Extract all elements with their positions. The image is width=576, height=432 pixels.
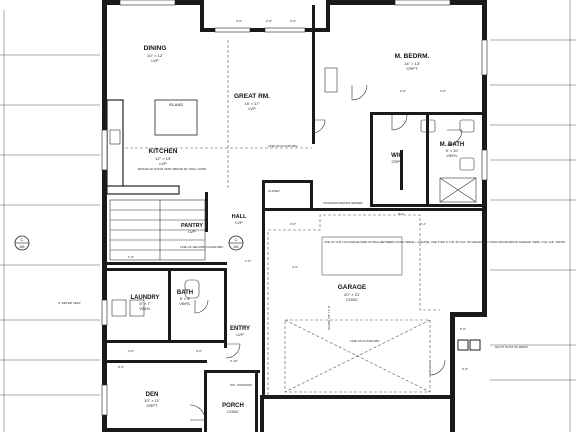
- room-laundry-name: LAUNDRY: [130, 295, 159, 301]
- kitchen-island: ISLAND: [154, 99, 198, 136]
- section-marker-mid-sheet: A5: [234, 244, 240, 249]
- dim-3: 3'-0": [440, 89, 446, 93]
- room-laundry-finish: VINYL: [139, 306, 151, 311]
- note-second-floor: LINE OF SECOND FLOOR ABV.: [180, 245, 224, 249]
- room-garage-size: 20'' × 21': [344, 292, 360, 297]
- section-marker-mid-num: C: [235, 237, 238, 242]
- garage-floor-above: [267, 214, 440, 395]
- dim-14: 9'-3": [118, 365, 124, 369]
- dim-6: 2'-4": [420, 222, 426, 226]
- room-laundry-size: 6'' × 7': [139, 301, 151, 306]
- note-pic-transom: PIC. TRANSOM: [230, 383, 252, 387]
- room-dining-finish: LVP: [151, 58, 159, 63]
- dim-8: 1'-6": [128, 255, 134, 259]
- room-mbath-finish: VINYL: [446, 153, 458, 158]
- note-closet: CLOSET: [268, 189, 280, 193]
- section-marker-mid: C A5: [228, 235, 244, 251]
- room-bath-size: 5' × 8': [180, 296, 191, 301]
- room-kitchen-size: 12'' × 13': [155, 156, 171, 161]
- dim-16: 6'-0": [462, 367, 468, 371]
- room-pantry-finish: LVP: [188, 229, 196, 234]
- section-marker-left-num: C: [21, 237, 24, 242]
- note-range-line1: RANGE W/ HOOD VENT ABOVE 30" WALL OVEN: [138, 167, 206, 171]
- dim-15: 5'-0": [460, 327, 466, 331]
- room-wic-name: WIC: [391, 153, 403, 159]
- dim-11: 2'-10": [230, 359, 238, 363]
- section-marker-left-sheet: A5: [20, 244, 26, 249]
- porch-post: [457, 339, 469, 351]
- dim-12: 2'-0": [292, 265, 298, 269]
- room-labels: DINING 10'' × 12' LVP GREAT RM. 15' × 17…: [130, 45, 464, 414]
- room-entry-finish: LVP: [236, 332, 244, 337]
- dim-13: 1'-5": [245, 259, 251, 263]
- room-garage-name: GARAGE: [338, 284, 367, 291]
- dim-7: 3'-5": [290, 222, 296, 226]
- room-den-size: 10'' × 11': [144, 398, 160, 403]
- dim-9: 4'-0": [128, 349, 134, 353]
- dim-1: 2'-8": [266, 19, 272, 23]
- great-room-floor-above: [125, 40, 312, 190]
- note-slope: SLOPE 1/8" / 1'-0": [327, 305, 331, 330]
- dim-4: 2'-6": [400, 89, 406, 93]
- room-mbedrm-name: M. BEDRM.: [395, 53, 430, 60]
- room-bath-finish: VINYL: [179, 301, 191, 306]
- room-garage-finish: CONC: [346, 297, 358, 302]
- room-hall-name: HALL: [232, 214, 247, 220]
- dimension-labels: 3'-0" 2'-8" 6'-0" 3'-0" 2'-6" 5'-0" 2'-4…: [118, 19, 468, 371]
- room-pantry-name: PANTRY: [181, 223, 203, 229]
- room-hall-finish: LVP: [235, 220, 243, 225]
- room-den-finish: CRPT: [147, 403, 158, 408]
- island-label: ISLAND: [169, 102, 184, 107]
- windows: [101, 0, 488, 416]
- room-porch-finish: CONC: [227, 409, 239, 414]
- note-range: RANGE W/ HOOD VENT ABOVE 30" WALL OVEN: [138, 167, 206, 171]
- note-line-floor-garage: LINE OF FLOOR ABV.: [350, 339, 380, 343]
- porch-post-2: [469, 339, 481, 351]
- dim-2: 6'-0": [290, 19, 296, 23]
- room-dining-size: 10'' × 12': [147, 53, 163, 58]
- room-great-finish: LVP: [248, 106, 256, 111]
- room-mbedrm-finish: CRPT: [407, 66, 418, 71]
- garage-note-box: [321, 236, 403, 276]
- room-bath-name: BATH: [177, 290, 193, 296]
- section-marker-left: C A5: [14, 235, 30, 251]
- room-den-name: DEN: [146, 392, 159, 398]
- room-great-size: 15' × 17': [245, 101, 260, 106]
- room-wic-finish: CRPT: [392, 159, 403, 164]
- dim-0: 3'-0": [236, 19, 242, 23]
- room-dining-name: DINING: [144, 45, 167, 52]
- dim-10: 3'-0": [196, 349, 202, 353]
- room-kitchen-name: KITCHEN: [149, 148, 178, 155]
- room-mbath-size: 9' × 10': [446, 148, 459, 153]
- note-dryer-vent: 4" DRYER VENT: [58, 301, 81, 305]
- note-tankless: TANKLESS WATER HEATER: [323, 201, 363, 205]
- note-post: 6x6 PT POST W/ WRAP: [495, 345, 528, 349]
- plan-notes: RANGE W/ HOOD VENT ABOVE 30" WALL OVEN L…: [58, 144, 566, 387]
- room-entry-name: ENTRY: [230, 326, 250, 332]
- room-porch-name: PORCH: [222, 403, 244, 409]
- right-grid-lines: [490, 0, 576, 432]
- fixtures: [109, 67, 477, 317]
- doors: [189, 84, 463, 421]
- staircase: [109, 199, 206, 261]
- room-great-name: GREAT RM.: [234, 93, 270, 100]
- room-mbath-name: M. BATH: [440, 142, 465, 148]
- note-line-floor: LINE OF FLOOR ABV.: [268, 144, 298, 148]
- left-grid-lines: [0, 10, 100, 432]
- room-kitchen-finish: LVP: [159, 161, 167, 166]
- note-garage: USE 1/2" G.B. ON GARAGE SIDE OF WALL BET…: [324, 240, 566, 244]
- room-mbedrm-size: 14'' × 13': [404, 61, 420, 66]
- dim-5: 5'-0": [398, 212, 404, 216]
- interior-walls: [106, 5, 482, 432]
